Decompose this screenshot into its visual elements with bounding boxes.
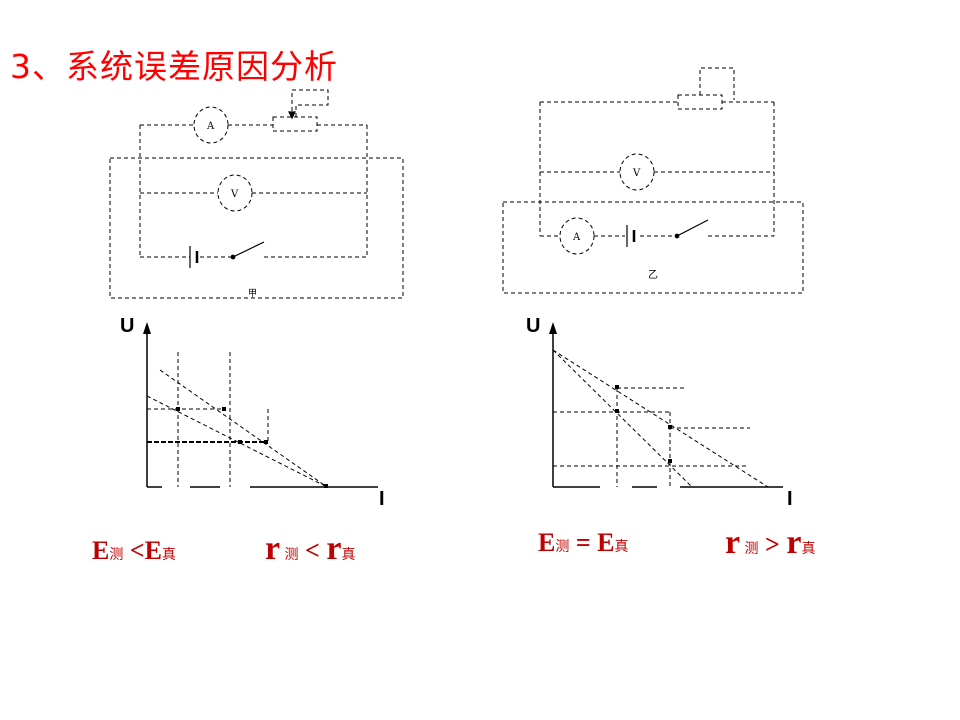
point-b2	[615, 409, 619, 413]
formula-b-e: E测 = E真	[538, 528, 629, 557]
graph-a-y-label: U	[120, 315, 135, 337]
point-b3	[668, 425, 672, 429]
ammeter-a	[193, 106, 229, 144]
graph-a-lines	[146, 352, 328, 488]
switch-a	[230, 241, 265, 260]
rheostat-a-arrow	[288, 111, 296, 120]
graph-a-y-arrow	[143, 322, 151, 334]
graph-b-y-arrow	[549, 322, 557, 334]
battery-b	[626, 225, 636, 247]
voltmeter-a	[217, 174, 253, 212]
circuit-b-boundary	[502, 201, 804, 294]
circuit-b	[502, 67, 804, 294]
point-a4	[264, 440, 268, 444]
ammeter-b-label: A	[572, 232, 581, 243]
point-a2	[222, 407, 226, 411]
graph-b-points	[615, 385, 672, 463]
point-a1	[176, 407, 180, 411]
graph-b-lines	[552, 349, 769, 488]
graph-b-axes	[549, 322, 783, 488]
voltmeter-a-label: V	[230, 189, 239, 200]
formula-a-e: E测 <E真	[92, 536, 177, 565]
circuit-a-boundary	[109, 157, 404, 299]
graph-a-x-label: I	[379, 488, 385, 510]
slide-title: 3、系统误差原因分析	[10, 47, 338, 86]
graph-b-x-label: I	[787, 488, 793, 510]
battery-a	[189, 246, 199, 268]
formula-a-r: r 测 < r真	[265, 530, 356, 567]
graph-b-y-label: U	[526, 315, 541, 337]
circuit-b-caption: 乙	[648, 269, 658, 281]
circuit-a-caption: 甲	[248, 288, 257, 299]
formula-b-r: r 测 > r真	[725, 524, 816, 561]
point-a3	[238, 440, 242, 444]
point-b1	[615, 385, 619, 389]
graph-a-points	[176, 407, 328, 488]
voltmeter-b	[619, 153, 655, 191]
circuit-a	[109, 89, 404, 299]
switch-b	[674, 219, 709, 239]
ammeter-b	[559, 217, 595, 255]
point-a5	[324, 484, 328, 488]
rheostat-b	[677, 94, 723, 110]
voltmeter-b-label: V	[632, 168, 641, 179]
rheostat-a	[272, 116, 318, 132]
ammeter-a-label: A	[206, 121, 215, 132]
point-b4	[668, 459, 672, 463]
